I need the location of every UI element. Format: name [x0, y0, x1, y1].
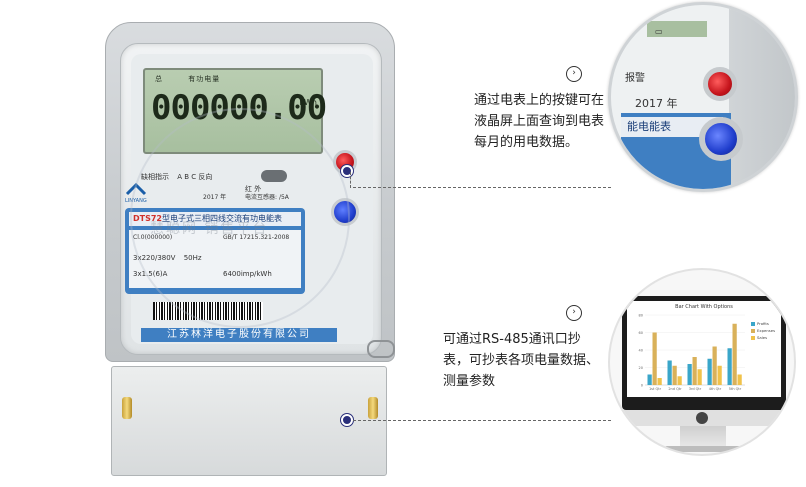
y-tick-label: 0 [641, 384, 643, 388]
y-tick-label: 80 [639, 314, 643, 318]
x-tick-label: 3rd Qtr [689, 387, 702, 391]
bar-sales-4 [717, 365, 722, 385]
bar-profits-5 [727, 348, 732, 385]
bar-profits-2 [667, 360, 672, 385]
seal-wire-icon [367, 340, 395, 358]
company-name: 江苏林洋电子股份有限公司 [141, 328, 337, 342]
callout-dot-rs485 [341, 414, 353, 426]
x-tick-label: 1st Qtr [649, 387, 662, 391]
x-tick-label: 2nd Qtr [668, 387, 682, 391]
battery-icon: ▭ [655, 27, 663, 36]
y-tick-label: 60 [639, 331, 643, 335]
watermark-ring [130, 108, 350, 328]
chevron-right-icon: › [566, 66, 582, 82]
callout-line-buttons [353, 187, 611, 188]
lcd-unit: kWh [299, 98, 317, 107]
bar-sales-3 [697, 369, 702, 385]
legend-swatch [751, 322, 755, 326]
monitor-stand-base [664, 446, 744, 452]
bar-sales-1 [657, 378, 662, 385]
x-tick-label: 4th Qtr [709, 387, 722, 391]
chart-title: Bar Chart With Options [675, 304, 733, 310]
monitor-screen: Bar Chart With Options 0 20 40 60 80 1st Qtr 2… [627, 301, 781, 397]
x-tick-label: 5th Qtr [729, 387, 742, 391]
watermark-text: 慧聪网 销售平台 [150, 221, 269, 237]
zoom-meter-rim [729, 5, 795, 189]
zoom-lcd [647, 21, 707, 37]
bar-sales-5 [737, 374, 742, 385]
bar-expenses-5 [732, 323, 737, 385]
screw-icon [368, 397, 378, 419]
legend-label: Profits [757, 321, 769, 326]
legend-swatch [751, 336, 755, 340]
bar-chart: 0 20 40 60 80 1st Qtr 2nd Qtr 3rd Qtr 4th Qtr 5th… [639, 314, 776, 392]
buttons-description: 通过电表上的按键可在液晶屏上面查询到电表每月的用电数据。 [474, 93, 605, 150]
bar-sales-2 [677, 376, 682, 385]
chevron-right-icon: › [566, 305, 582, 321]
zoom-detail-circle: ▭ 报警 2017 年 能电能表 [608, 2, 798, 192]
zoom-blue-button [699, 117, 743, 161]
zoom-panel-text: 能电能表 [621, 117, 723, 137]
screw-icon [122, 397, 132, 419]
rs485-description: 可通过RS-485通讯口抄表，可抄表各项电量数据、测量参数 [443, 332, 600, 389]
bar-profits-4 [707, 358, 712, 385]
lcd-label-active: 有功电量 [188, 75, 221, 83]
legend-swatch [751, 329, 755, 333]
zoom-red-button [703, 67, 737, 101]
monitor: Bar Chart With Options 0 20 40 60 80 1st Qtr 2… [622, 296, 786, 410]
lcd-label-total: 总 [155, 75, 163, 83]
y-tick-label: 40 [639, 349, 643, 353]
bar-profits-1 [647, 374, 652, 385]
legend-label: Sales [757, 335, 767, 340]
zoom-alarm-label: 报警 [625, 73, 645, 84]
bar-expenses-4 [712, 346, 717, 385]
bar-expenses-2 [672, 365, 677, 385]
bar-expenses-3 [692, 357, 697, 385]
bar-profits-3 [687, 364, 692, 385]
lcd-header: 总 有功电量 [155, 74, 242, 84]
monitor-circle: Bar Chart With Options 0 20 40 60 80 1st Qtr 2… [608, 268, 796, 456]
callout-line-rs485 [353, 420, 611, 421]
bar-expenses-1 [652, 332, 657, 385]
y-tick-label: 20 [639, 366, 643, 370]
zoom-year: 2017 年 [635, 97, 678, 110]
callout-connector [350, 172, 360, 188]
monitor-stand [680, 426, 726, 448]
legend-label: Expenses [757, 328, 775, 333]
apple-logo-icon [696, 412, 708, 424]
